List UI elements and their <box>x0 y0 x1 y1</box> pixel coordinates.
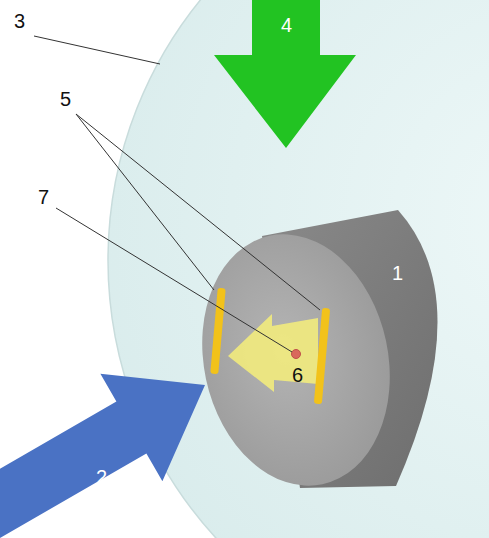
callout-number: 5 <box>60 88 71 110</box>
cone-base <box>180 217 413 504</box>
red-dot <box>292 350 301 359</box>
callout-number: 3 <box>14 10 25 32</box>
callout-number: 2 <box>96 466 107 488</box>
callout-number: 6 <box>292 364 303 386</box>
leader-line <box>76 114 320 310</box>
yellow-bar <box>210 288 225 374</box>
leader-line <box>76 114 214 290</box>
blue-arrow <box>0 331 236 538</box>
callout-number: 4 <box>281 14 292 36</box>
leader-line <box>56 208 292 352</box>
callout-number: 1 <box>392 262 403 284</box>
callout-number: 7 <box>38 186 49 208</box>
green-arrow <box>214 0 356 148</box>
yellow-arrow <box>228 314 318 392</box>
yellow-bar <box>314 308 330 404</box>
leader-line <box>34 36 160 64</box>
